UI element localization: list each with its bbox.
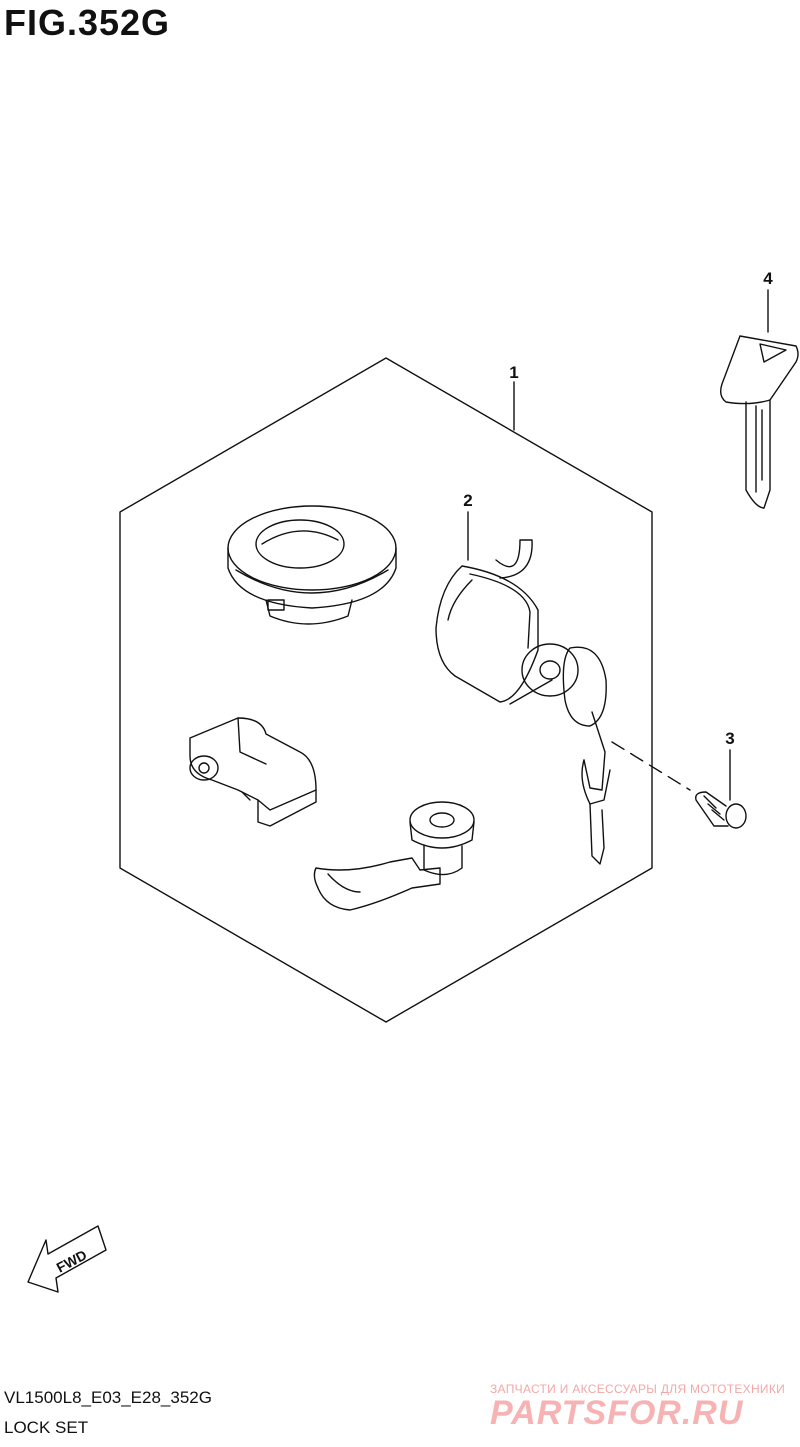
kit-boundary bbox=[119, 357, 653, 1023]
callout-4: 4 bbox=[763, 269, 773, 288]
side-lock-part bbox=[189, 717, 317, 827]
model-code: VL1500L8_E03_E28_352G bbox=[4, 1388, 212, 1407]
seat-lock-part bbox=[313, 801, 475, 911]
key-part bbox=[719, 335, 799, 509]
callout-3: 3 bbox=[725, 729, 734, 748]
figure-title: FIG.352G bbox=[4, 2, 171, 43]
main-lock-part bbox=[435, 539, 691, 865]
callout-1: 1 bbox=[509, 363, 518, 382]
watermark-brand: PARTSFOR.RU bbox=[490, 1394, 744, 1432]
section-name: LOCK SET bbox=[4, 1418, 89, 1437]
fwd-arrow-icon bbox=[27, 1225, 107, 1293]
callout-2: 2 bbox=[463, 491, 472, 510]
watermark-tagline: ЗАПЧАСТИ И АКСЕССУАРЫ ДЛЯ МОТОТЕХНИКИ bbox=[490, 1382, 786, 1396]
screw-part bbox=[695, 791, 747, 829]
cap-lock-part bbox=[227, 505, 397, 625]
